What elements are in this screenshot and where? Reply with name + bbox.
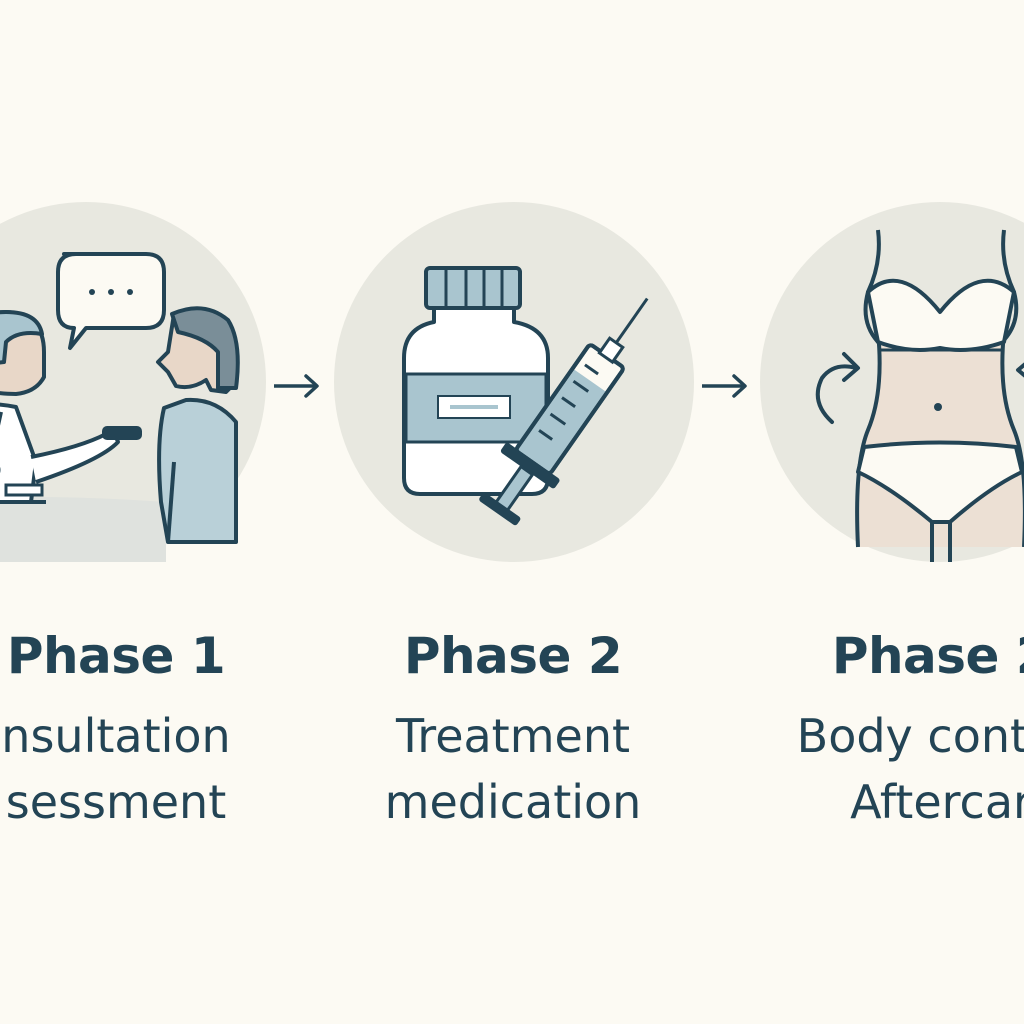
phase-2-line-1: Treatment [395, 709, 631, 763]
arrow-right-icon [702, 374, 747, 398]
medication-circle [334, 202, 694, 562]
medication-syringe-icon [402, 266, 649, 526]
phase-3-line-2: Aftercar [850, 775, 1024, 829]
consultation-icon [0, 252, 240, 562]
arrow-right-icon [274, 374, 319, 398]
phase-1-line-1: nsultation [1, 709, 231, 763]
consultation-circle [0, 202, 266, 562]
phase-3-line-1: Body contou [796, 709, 1024, 763]
body-contour-circle [760, 202, 1024, 562]
body-contour-icon [815, 229, 1024, 562]
phase-3-title: Phase 2 [831, 627, 1024, 685]
phase-1-line-2: sessment [5, 775, 227, 829]
phase-1-title: Phase 1 [6, 627, 226, 685]
phase-2-title: Phase 2 [403, 627, 623, 685]
phase-2-line-2: medication [384, 775, 642, 829]
